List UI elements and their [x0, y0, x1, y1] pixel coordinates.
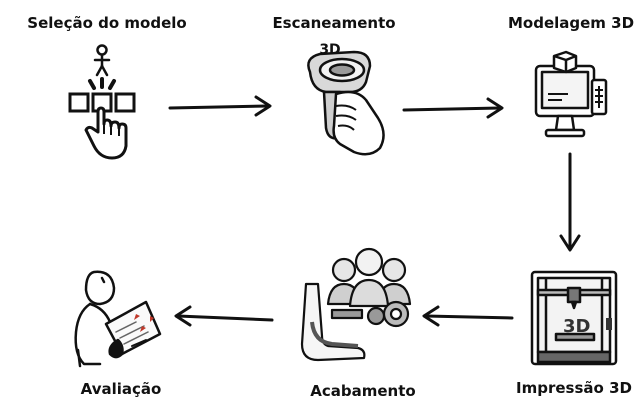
3d-printer-icon: 3D: [530, 270, 618, 366]
printer-3d-mark-icon: 3D: [563, 316, 590, 337]
3d-modeling-computer-icon: [534, 50, 608, 138]
label-escaneamento: Escaneamento: [272, 14, 396, 32]
arrow-impressao-to-acabamento: [422, 305, 514, 327]
evaluation-person-icon: [74, 270, 162, 368]
finishing-team-icon: [300, 247, 412, 362]
arrow-selecao-to-escaneamento: [168, 95, 272, 117]
label-avaliacao: Avaliação: [80, 380, 162, 398]
label-acabamento: Acabamento: [310, 382, 416, 400]
arrow-modelagem-to-impressao: [559, 152, 581, 252]
3d-scanner-icon: [307, 50, 385, 156]
label-impressao: Impressão 3D: [516, 379, 632, 397]
label-selecao: Seleção do modelo: [27, 14, 187, 32]
model-selection-icon: [68, 44, 136, 160]
label-modelagem: Modelagem 3D: [507, 14, 635, 32]
arrow-acabamento-to-avaliacao: [174, 305, 274, 327]
arrow-escaneamento-to-modelagem: [402, 97, 504, 119]
